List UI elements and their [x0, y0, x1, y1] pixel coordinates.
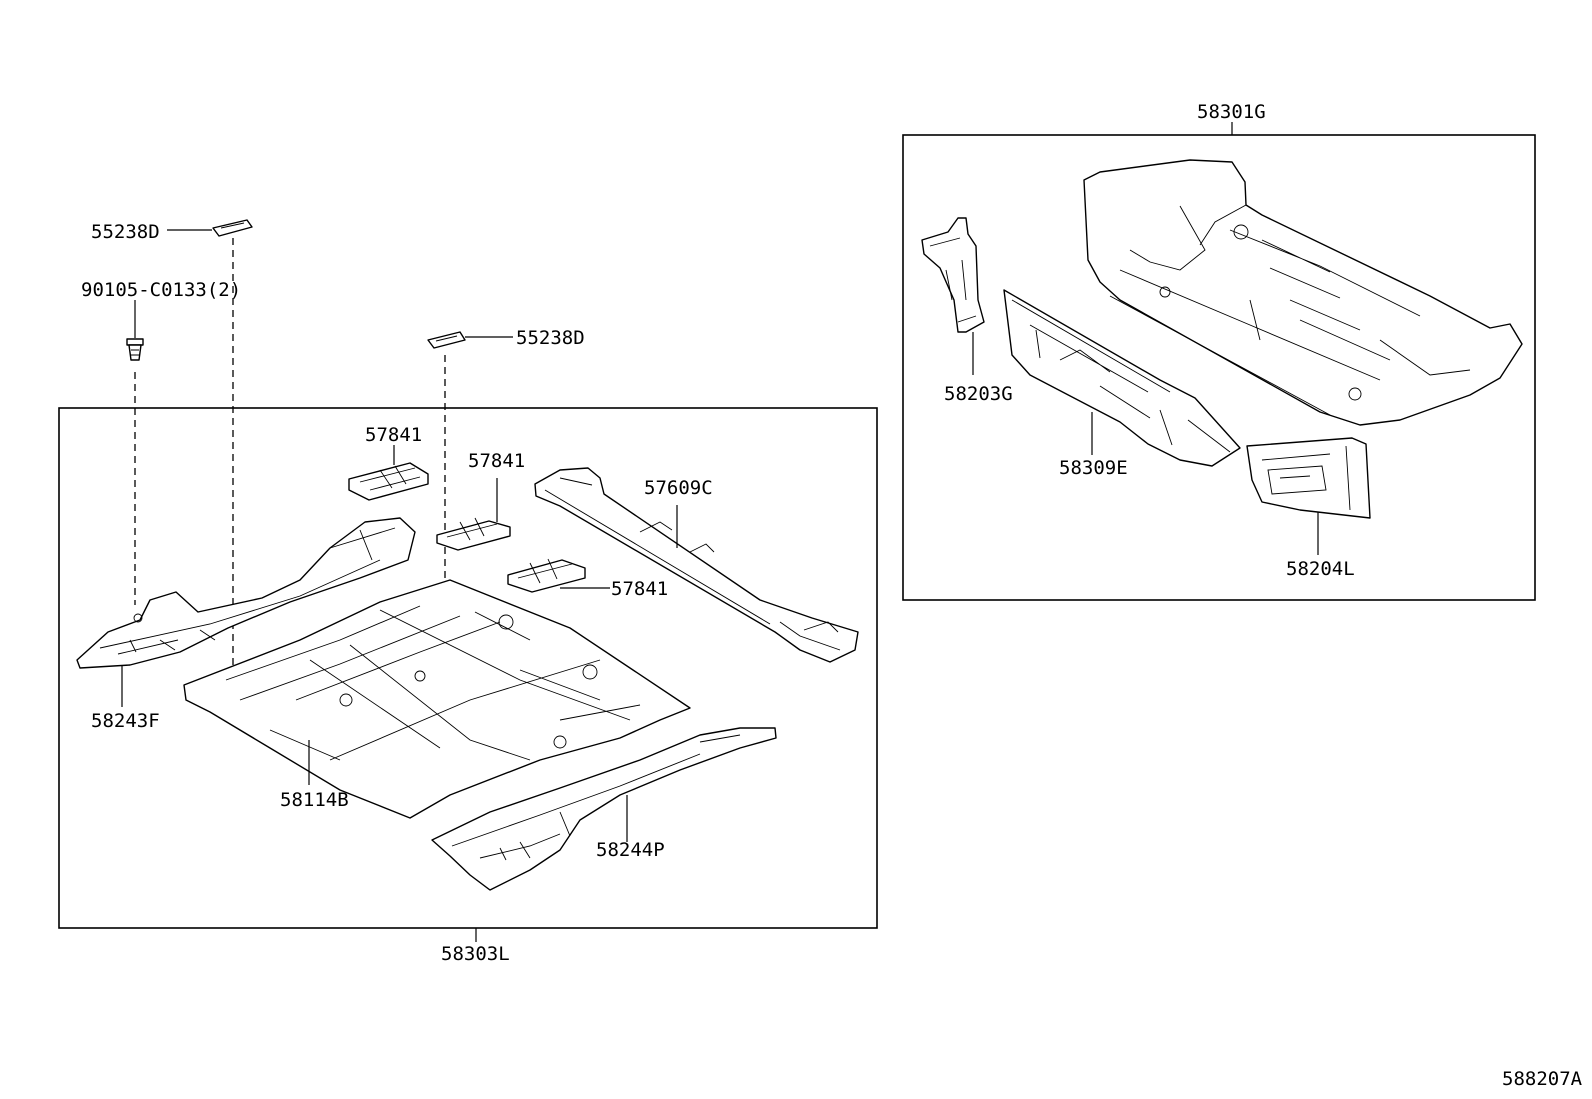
label-57609c: 57609C: [644, 477, 713, 499]
label-57841-b: 57841: [468, 450, 525, 472]
label-58243f: 58243F: [91, 710, 160, 732]
assy-main-frame: [58, 407, 878, 929]
label-58303l: 58303L: [441, 943, 510, 965]
bolt-icon: [126, 338, 144, 361]
bracket-57841-a-part: [348, 462, 429, 501]
label-bolt: 90105-C0133(2): [81, 279, 241, 301]
side-member-58244p-part: [431, 727, 777, 891]
label-58309e: 58309E: [1059, 457, 1128, 479]
label-diagram-id: 588207A: [1502, 1068, 1583, 1090]
floor-pan-58114b-part: [183, 579, 691, 819]
assy-rear-frame: [902, 134, 1536, 601]
bracket-55238d-top-part: [212, 219, 253, 237]
crossmember-57609c-part: [534, 467, 859, 663]
rear-cross-58309e-part: [1003, 289, 1241, 467]
label-58244p: 58244P: [596, 839, 665, 861]
label-58203g: 58203G: [944, 383, 1013, 405]
label-57841-c: 57841: [611, 578, 668, 600]
bracket-57841-b-part: [436, 517, 511, 551]
rear-right-58204l-part: [1246, 437, 1371, 519]
bracket-57841-c-part: [507, 558, 586, 593]
rear-side-58203g-part: [921, 217, 985, 333]
label-58204l: 58204L: [1286, 558, 1355, 580]
label-55238d-mid: 55238D: [516, 327, 585, 349]
bracket-55238d-mid-part: [427, 331, 466, 349]
label-58114b: 58114B: [280, 789, 349, 811]
label-58301g: 58301G: [1197, 101, 1266, 123]
rear-floor-58301g-part: [1083, 159, 1523, 426]
label-55238d-top: 55238D: [91, 221, 160, 243]
label-57841-a: 57841: [365, 424, 422, 446]
side-member-58243f-part: [76, 517, 416, 669]
